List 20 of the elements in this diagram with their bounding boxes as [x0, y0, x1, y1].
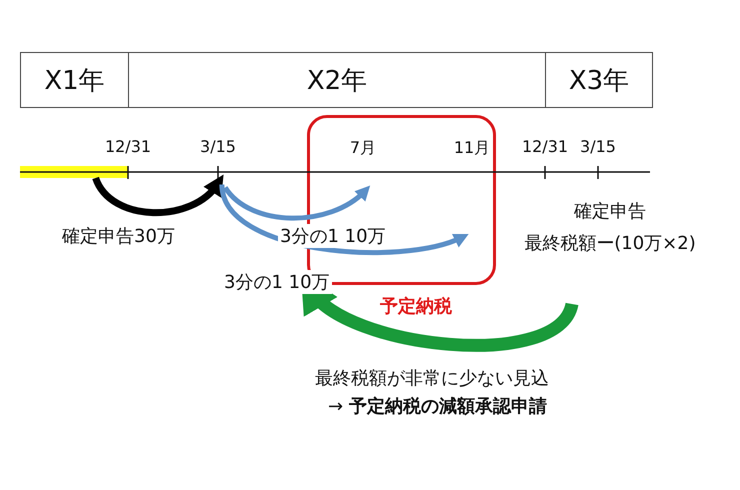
year-box: X3年	[545, 52, 653, 108]
date-label: 11月	[454, 138, 490, 157]
arrow	[92, 175, 225, 216]
date-label: 7月	[350, 138, 376, 157]
arrow	[223, 186, 371, 221]
date-label: 3/15	[200, 137, 236, 156]
arrow	[219, 184, 469, 256]
frame-heading: 予定納税	[380, 295, 452, 318]
date-label: 3/15	[580, 137, 616, 156]
edge-label: 確定申告30万	[60, 224, 177, 248]
year-box: X1年	[20, 52, 129, 108]
date-label: 12/31	[522, 137, 568, 156]
note-text: 確定申告 最終税額ー(10万×2)	[490, 196, 730, 256]
year-box: X2年	[128, 52, 546, 108]
note-text: 最終税額が非常に少ない見込	[315, 367, 549, 390]
note-text: → 予定納税の減額承認申請	[328, 395, 547, 418]
highlight-bar	[20, 166, 128, 178]
edge-label: 3分の1 10万	[222, 270, 332, 294]
edge-label: 3分の1 10万	[278, 224, 388, 248]
date-label: 12/31	[104, 137, 152, 156]
